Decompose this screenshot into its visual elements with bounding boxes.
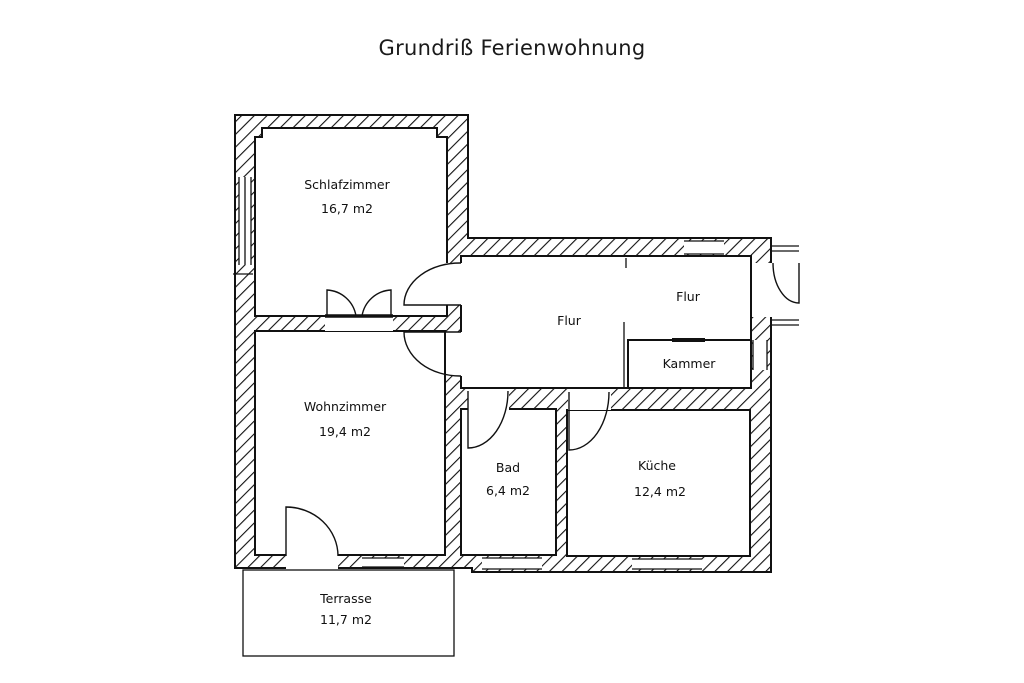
label-terrasse-area: 11,7 m2: [320, 612, 372, 627]
window-flur-top: [684, 241, 724, 254]
label-kammer: Kammer: [663, 356, 717, 371]
room-schlafzimmer: [254, 127, 448, 317]
door-schlafzimmer-left: [326, 289, 357, 317]
door-schlafzimmer-right: [361, 289, 392, 317]
label-flur-small: Flur: [676, 289, 701, 304]
window-bottom-2: [482, 558, 542, 569]
door-opening-entrance: [752, 263, 772, 317]
label-terrasse-name: Terrasse: [319, 591, 372, 606]
window-bottom-3: [632, 559, 702, 569]
door-flur-lower: [403, 331, 462, 377]
door-entrance: [772, 262, 800, 304]
door-opening-schlafzimmer: [325, 316, 393, 331]
door-opening-flur-lower: [446, 332, 462, 376]
label-bad-name: Bad: [496, 460, 520, 475]
window-kammer: [753, 340, 767, 370]
label-wohnzimmer-area: 19,4 m2: [319, 424, 371, 439]
room-kueche: [566, 409, 751, 557]
plan-title: Grundriß Ferienwohnung: [378, 36, 646, 60]
door-opening-bad: [468, 389, 509, 410]
label-wohnzimmer-name: Wohnzimmer: [304, 399, 387, 414]
label-flur-main: Flur: [557, 313, 582, 328]
door-opening-flur-upper: [446, 263, 462, 305]
door-opening-terrasse: [286, 554, 338, 569]
room-wohnzimmer: [254, 330, 446, 556]
label-kueche-area: 12,4 m2: [634, 484, 686, 499]
window-bottom-1: [362, 558, 404, 567]
door-opening-kueche: [568, 389, 611, 410]
label-bad-area: 6,4 m2: [486, 483, 530, 498]
door-kueche: [568, 391, 610, 451]
door-bad: [467, 390, 509, 449]
door-flur-upper: [403, 262, 462, 306]
label-kueche-name: Küche: [638, 458, 676, 473]
label-schlafzimmer-area: 16,7 m2: [321, 201, 373, 216]
door-terrasse: [285, 506, 339, 557]
label-schlafzimmer-name: Schlafzimmer: [304, 177, 390, 192]
room-bad: [460, 408, 557, 556]
room-terrasse: [242, 569, 455, 657]
